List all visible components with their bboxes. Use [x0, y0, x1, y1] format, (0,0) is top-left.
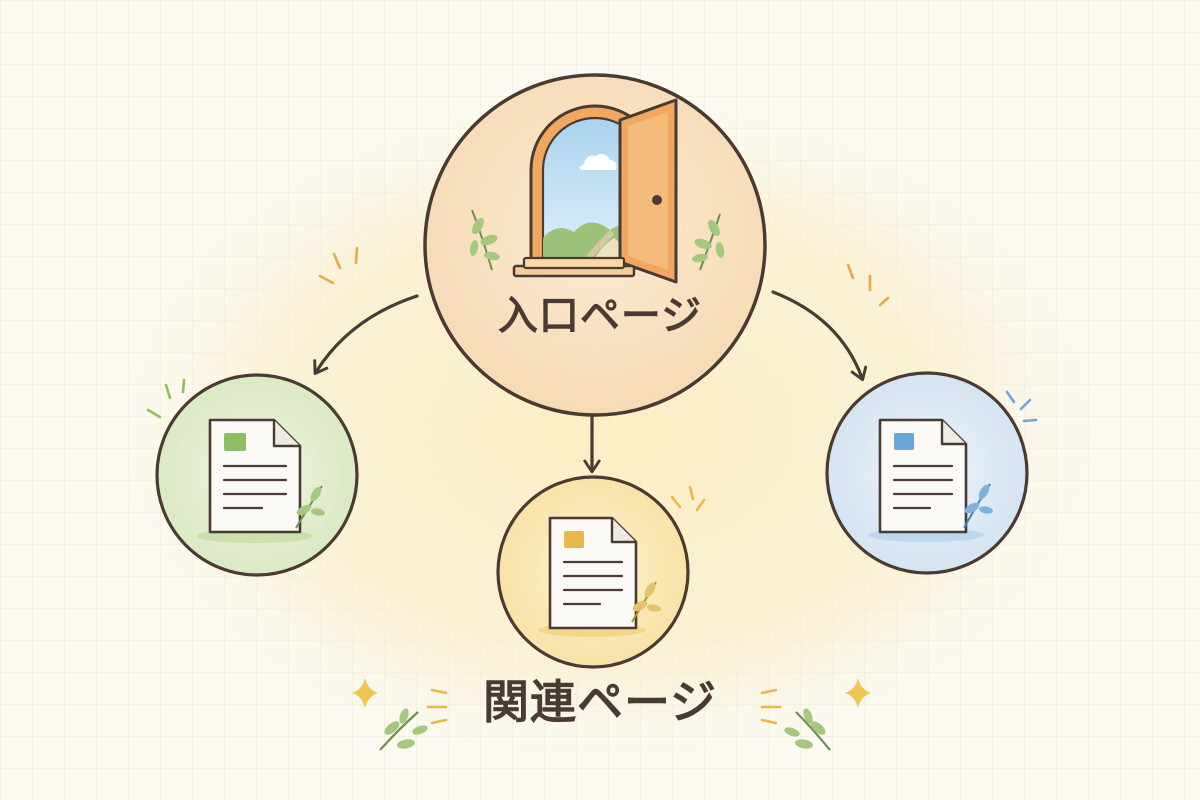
- related-pages-label: 関連ページ: [482, 675, 718, 729]
- entry-page-label: 入口ページ: [497, 293, 703, 339]
- connector-arrows: [313, 290, 868, 474]
- leaf-sprig-icon: [631, 581, 661, 623]
- arrow-to-left-page: [313, 294, 419, 375]
- leaf-sprig-icon: [692, 213, 725, 271]
- leaf-sprig-icon: [295, 485, 325, 529]
- document-icon: [208, 418, 302, 534]
- document-icon: [548, 516, 638, 630]
- arrow-to-right-page: [771, 290, 868, 382]
- leaf-sprig-icon: [469, 209, 500, 271]
- document-icon: [878, 418, 968, 534]
- leaf-sprig-icon: [379, 708, 428, 751]
- sparkle-star-icon: [845, 678, 871, 708]
- entry-page-node: [423, 73, 767, 417]
- background-glow: [110, 90, 1110, 770]
- leaf-sprig-icon: [963, 483, 993, 529]
- leaf-sprig-icon: [784, 708, 831, 751]
- open-door-icon: [512, 98, 678, 284]
- sparkle-star-icon: [352, 678, 378, 708]
- related-page-node: [825, 371, 1029, 575]
- related-page-node: [496, 475, 690, 669]
- related-page-node: [155, 373, 359, 577]
